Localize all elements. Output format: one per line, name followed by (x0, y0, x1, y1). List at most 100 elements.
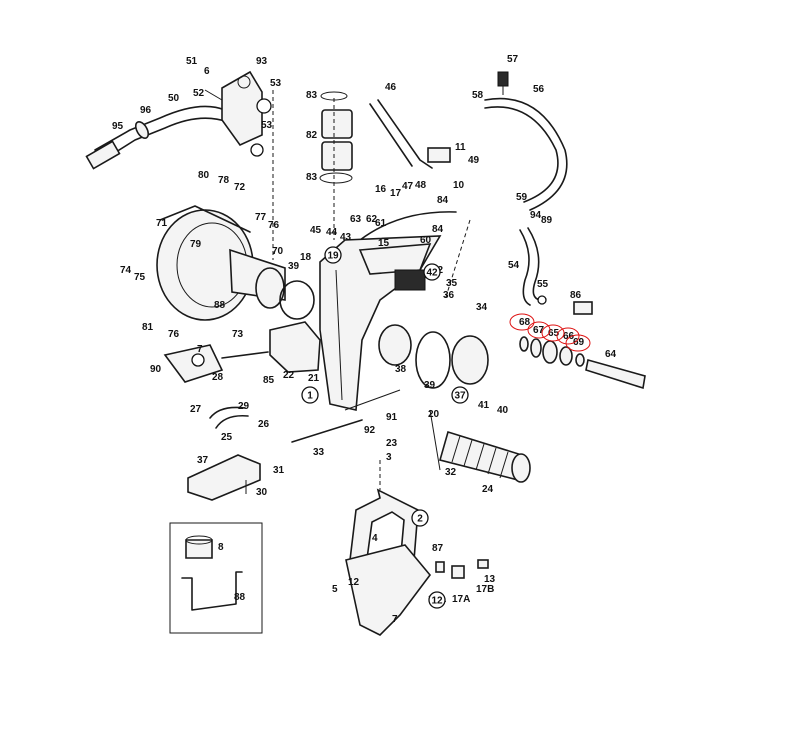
part-label: 31 (273, 465, 285, 476)
part-label: 76 (168, 329, 180, 340)
part-label: 32 (445, 467, 457, 478)
part-label: 73 (232, 329, 244, 340)
circled-label: 2 (417, 514, 423, 525)
highlight-ring (509, 313, 535, 331)
part-label: 75 (134, 272, 146, 283)
part-label: 89 (541, 215, 553, 226)
part-label: 35 (446, 278, 458, 289)
part-label: 29 (238, 401, 250, 412)
part-label: 58 (472, 90, 484, 101)
circled-label: 12 (431, 596, 443, 607)
circled-label-ring (301, 386, 319, 404)
part-label: 90 (150, 364, 162, 375)
part-label: 46 (385, 82, 397, 93)
part-label: 93 (256, 56, 268, 67)
part-label: 5 (332, 584, 338, 595)
part-label: 50 (168, 93, 180, 104)
part-label: 23 (386, 438, 398, 449)
part-label: 11 (455, 142, 466, 153)
part-label: 8 (218, 542, 224, 553)
part-label: 40 (497, 405, 509, 416)
part-label: 61 (375, 218, 387, 229)
part-label: 27 (190, 404, 202, 415)
part-label: 72 (234, 182, 246, 193)
bracket-and-rod (187, 419, 363, 501)
part-label: 17 (390, 188, 402, 199)
part-label: 36 (443, 290, 455, 301)
part-label: 77 (255, 212, 267, 223)
part-label: 6 (204, 66, 210, 77)
part-label: 55 (537, 279, 549, 290)
exhaust-hose (85, 105, 229, 170)
part-label: 13 (484, 574, 496, 585)
highlight-ring (556, 327, 580, 345)
circled-label-ring (423, 263, 441, 281)
part-label: 94 (530, 210, 542, 221)
circled-label-ring (428, 591, 446, 609)
part-label: 67 (533, 325, 545, 336)
part-label: 41 (478, 400, 490, 411)
yoke-assembly (345, 460, 432, 636)
part-label: 68 (519, 317, 531, 328)
part-label: 3 (386, 452, 392, 463)
part-label: 53 (261, 120, 273, 131)
seal-ring (279, 280, 315, 320)
part-label: 84 (437, 195, 449, 206)
circled-label: 42 (426, 268, 438, 279)
part-label: 20 (428, 409, 440, 420)
seal-ring (415, 331, 451, 389)
part-label: 84 (432, 224, 444, 235)
fittings-group (435, 559, 489, 579)
part-label: 15 (378, 238, 390, 249)
part-label: 10 (453, 180, 465, 191)
part-label: 83 (306, 172, 318, 183)
part-label: 88 (214, 300, 226, 311)
part-label: 95 (112, 121, 124, 132)
part-label: 17A (452, 594, 470, 605)
part-label: 4 (372, 533, 378, 544)
part-label: 12 (348, 577, 360, 588)
exhaust-elbow (163, 321, 321, 383)
part-label: 43 (340, 232, 352, 243)
part-label: 48 (415, 180, 427, 191)
part-label: 16 (375, 184, 387, 195)
gasket (378, 324, 412, 366)
transom-housing (319, 235, 442, 411)
highlight-ring (541, 324, 565, 342)
circled-label: 1 (307, 391, 313, 402)
part-label: 65 (548, 328, 560, 339)
part-label: 87 (432, 543, 444, 554)
small-hose (215, 414, 249, 429)
part-label: 66 (563, 331, 575, 342)
part-label: 44 (326, 227, 338, 238)
inset-box (169, 522, 263, 634)
part-label: 33 (313, 447, 325, 458)
part-label: 47 (402, 181, 414, 192)
part-label: 83 (306, 90, 318, 101)
part-label: 60 (420, 235, 432, 246)
part-label: 49 (468, 155, 480, 166)
part-label: 39 (424, 380, 436, 391)
part-label: 52 (193, 88, 205, 99)
part-label: 39 (288, 261, 300, 272)
part-label: 57 (507, 54, 519, 65)
part-label: 21 (308, 373, 320, 384)
circled-label: 19 (327, 251, 339, 262)
part-label: 96 (140, 105, 152, 116)
part-label: 62 (366, 214, 378, 225)
circled-label-ring (411, 509, 429, 527)
circled-label-ring (451, 386, 469, 404)
part-label: 37 (197, 455, 209, 466)
exhaust-bellows (439, 430, 531, 483)
part-label: 81 (142, 322, 154, 333)
part-label: 24 (482, 484, 494, 495)
part-label: 45 (310, 225, 322, 236)
part-label: 34 (476, 302, 488, 313)
part-label: 78 (218, 175, 230, 186)
part-label: 82 (306, 130, 318, 141)
part-label: 86 (570, 290, 582, 301)
drive-shaft-assembly (519, 336, 646, 390)
control-cable (484, 71, 568, 211)
part-label: 54 (508, 260, 520, 271)
